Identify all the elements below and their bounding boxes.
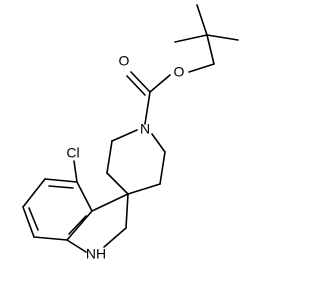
bond-ccarbonyl-ocarbonyl-a bbox=[130, 71, 151, 93]
bond-tbu-c2 bbox=[174, 34, 208, 43]
bond-ch2-nh bbox=[103, 227, 127, 248]
bond-tbu-c3 bbox=[206, 34, 239, 41]
bond-tbu-oester bbox=[188, 63, 215, 73]
bond-ccarbonyl-n bbox=[144, 91, 151, 125]
bond-c4-c3a bbox=[76, 181, 93, 212]
bond-spiro-c3a bbox=[91, 193, 129, 212]
bond-c5-c6 bbox=[159, 151, 166, 185]
bond-nh-c7a bbox=[66, 239, 87, 253]
bond-c7-c6 bbox=[22, 206, 35, 238]
atom-n-piperidine: N bbox=[140, 121, 150, 137]
molecule-structure: O O N Cl NH bbox=[22, 4, 239, 262]
bond-spiro-c5 bbox=[127, 183, 161, 195]
bond-c7-c6-inner bbox=[28, 207, 39, 231]
atom-o-carbonyl: O bbox=[119, 53, 130, 69]
bond-oester-ccarbonyl bbox=[149, 74, 171, 93]
bond-c7a-c7 bbox=[33, 236, 68, 241]
atom-cl: Cl bbox=[66, 145, 79, 161]
bond-tbu-c4 bbox=[206, 34, 215, 65]
bond-c5-c4-inner bbox=[48, 185, 74, 189]
bond-ccarbonyl-ocarbonyl-b bbox=[126, 75, 146, 96]
bond-c2-c3 bbox=[106, 140, 113, 174]
atom-nh-indoline: NH bbox=[86, 246, 106, 262]
bond-c3a-c7a bbox=[66, 210, 93, 241]
bond-tbu-c1 bbox=[196, 4, 208, 36]
bond-spiro-ch2 bbox=[125, 193, 129, 229]
bond-c3-spiro bbox=[106, 172, 129, 195]
bond-c6-c5 bbox=[22, 178, 46, 208]
bond-n-c2 bbox=[111, 129, 138, 142]
bond-c5-c4 bbox=[44, 178, 78, 183]
atom-o-ester: O bbox=[174, 64, 185, 80]
bond-c6-n bbox=[151, 133, 166, 153]
structure-canvas: O O N Cl NH bbox=[22, 4, 239, 262]
bond-c4-cl bbox=[73, 160, 78, 183]
bond-c3a-c7a-inner bbox=[68, 215, 87, 235]
